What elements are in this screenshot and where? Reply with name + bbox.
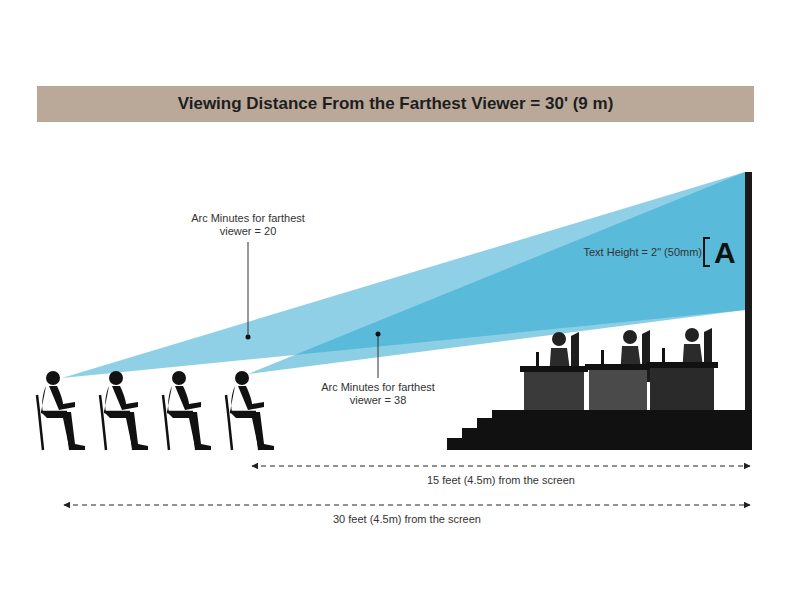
leader-line	[378, 334, 379, 378]
sample-letter-holder: A	[714, 235, 736, 271]
leader-line	[248, 242, 249, 337]
desks	[520, 328, 718, 410]
arc-minutes-label: Arc Minutes for farthest viewer = 38	[321, 381, 435, 406]
sample-letter: A	[714, 236, 736, 269]
seated-viewer	[37, 371, 85, 450]
dimension-label-holder: 15 feet (4.5m) from the screen	[427, 474, 575, 487]
text-height-bracket	[704, 238, 710, 266]
dimension-label: 15 feet (4.5m) from the screen	[427, 474, 575, 486]
seated-viewer	[226, 371, 274, 450]
text-height-label: Text Height = 2" (50mm)	[583, 246, 702, 258]
title: Viewing Distance From the Farthest Viewe…	[178, 94, 614, 114]
title-band-text-holder: Viewing Distance From the Farthest Viewe…	[37, 86, 754, 122]
text-height-label-holder: Text Height = 2" (50mm)	[583, 246, 702, 259]
desk-with-person	[520, 332, 588, 410]
stairs	[447, 410, 752, 450]
people	[37, 371, 274, 450]
seated-viewer	[100, 371, 148, 450]
leader-dot	[376, 332, 381, 337]
dimension-line	[252, 466, 750, 467]
screen	[745, 172, 752, 450]
desk-with-person	[585, 330, 651, 410]
leader-dot	[246, 335, 251, 340]
seated-viewer	[163, 371, 211, 450]
dimension-label: 30 feet (4.5m) from the screen	[333, 513, 481, 525]
arc-minutes-label-holder: Arc Minutes for farthest viewer = 38	[319, 381, 437, 407]
desk-with-person	[646, 328, 718, 410]
dimension-line	[64, 505, 750, 506]
near-view-cone	[248, 172, 745, 374]
title-band	[37, 86, 754, 122]
dimension-label-holder: 30 feet (4.5m) from the screen	[333, 513, 481, 526]
arc-minutes-label-holder: Arc Minutes for farthest viewer = 20	[189, 212, 307, 238]
arc-minutes-label: Arc Minutes for farthest viewer = 20	[191, 212, 305, 237]
